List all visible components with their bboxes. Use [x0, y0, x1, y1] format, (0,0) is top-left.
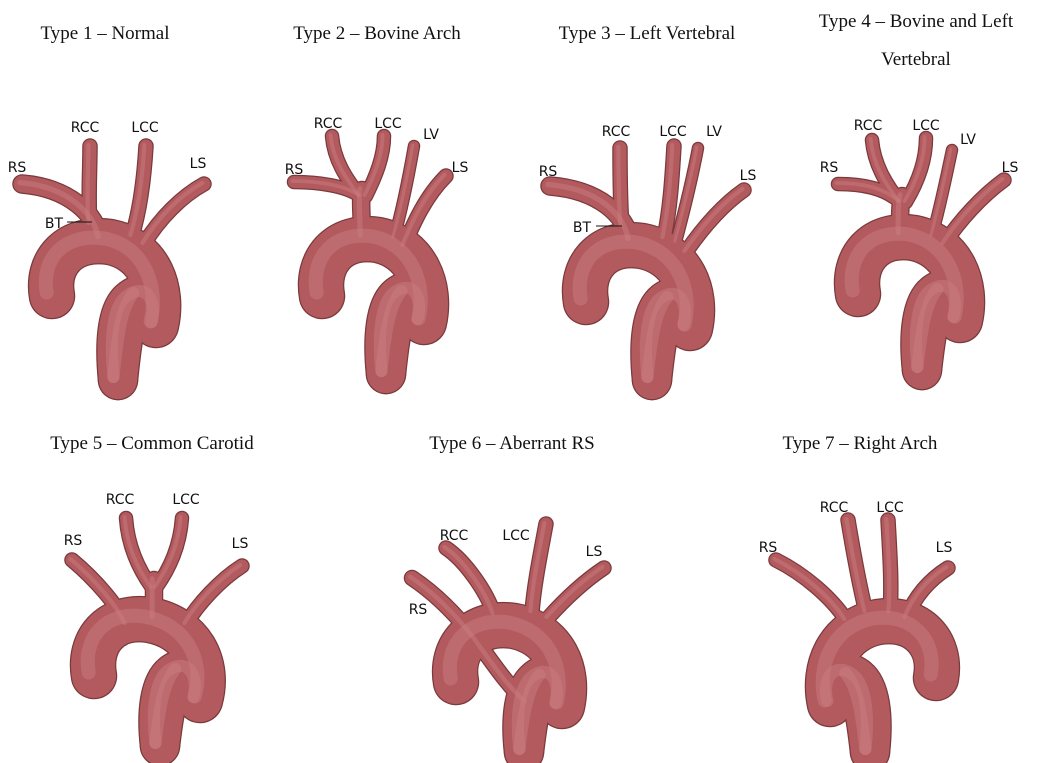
type7-label-rcc: RCC	[820, 500, 849, 516]
type5-label-ls: LS	[232, 536, 249, 552]
type3-title: Type 3 – Left Vertebral	[559, 23, 736, 44]
type2-label-ls: LS	[452, 160, 469, 176]
type2-vessels	[293, 135, 446, 374]
type4-label-ls: LS	[1002, 160, 1019, 176]
type3-label-bt: BT	[573, 220, 592, 236]
type1-diagram: RCC LCC RS LS BT	[8, 120, 207, 380]
type4-label-rcc: RCC	[854, 118, 883, 134]
type3-label-rs: RS	[539, 164, 558, 180]
type5-title: Type 5 – Common Carotid	[50, 433, 254, 454]
type2-label-lv: LV	[423, 127, 439, 143]
type2-diagram: RCC LCC LV RS LS	[285, 116, 469, 374]
type5-vessels-segment	[126, 518, 152, 588]
type5-vessels	[70, 517, 242, 746]
type6-vessels	[410, 523, 604, 752]
type7-label-lcc: LCC	[876, 500, 904, 516]
type5-label-rs: RS	[64, 533, 83, 549]
type4-title-line1: Type 4 – Bovine and Left	[819, 11, 1014, 32]
type5-diagram: RCC LCC RS LS	[64, 492, 249, 746]
type6-title: Type 6 – Aberrant RS	[429, 433, 594, 454]
type6-vessels-segment	[548, 568, 604, 618]
type3-label-ls: LS	[740, 168, 757, 184]
type4-vessels	[837, 137, 1004, 370]
type3-label-rcc: RCC	[602, 124, 631, 140]
type3-vessels-segment	[686, 190, 744, 252]
type7-label-rs: RS	[759, 540, 778, 556]
type3-vessels-segment-highlight	[618, 147, 620, 225]
type4-title-line2: Vertebral	[881, 49, 951, 70]
type1-vessels	[20, 145, 204, 380]
type2-label-rs: RS	[285, 162, 304, 178]
type2-title: Type 2 – Bovine Arch	[293, 23, 461, 44]
type7-vessels-segment	[776, 560, 846, 620]
type4-label-lv: LV	[960, 132, 976, 148]
type5-label-lcc: LCC	[172, 492, 200, 508]
type7-diagram: RCC LCC RS LS	[759, 500, 953, 752]
type4-label-rs: RS	[820, 160, 839, 176]
type6-label-rcc: RCC	[440, 528, 469, 544]
type4-vessels-segment	[944, 180, 1004, 244]
type5-vessels-segment	[186, 566, 242, 624]
type2-label-lcc: LCC	[374, 116, 402, 132]
type3-diagram: RCC LCC LV RS LS BT	[539, 124, 757, 380]
type7-vessels	[774, 519, 948, 752]
type6-label-ls: LS	[586, 544, 603, 560]
type1-label-rs: RS	[8, 160, 27, 176]
type3-label-lcc: LCC	[659, 124, 687, 140]
type5-label-rcc: RCC	[106, 492, 135, 508]
type1-label-lcc: LCC	[131, 120, 159, 136]
type1-title: Type 1 – Normal	[40, 23, 169, 44]
type6-vessels-segment	[532, 524, 546, 612]
type6-label-rs: RS	[409, 602, 428, 618]
type4-label-lcc: LCC	[912, 118, 940, 134]
type4-diagram: RCC LCC LV RS LS	[820, 118, 1019, 370]
type2-label-rcc: RCC	[314, 116, 343, 132]
type1-label-bt: BT	[45, 216, 64, 232]
type1-label-ls: LS	[190, 156, 207, 172]
type7-title: Type 7 – Right Arch	[783, 433, 938, 454]
type3-vessels	[548, 145, 744, 380]
type1-vessels-segment	[144, 184, 204, 244]
type1-vessels-segment-highlight	[88, 145, 89, 223]
type3-label-lv: LV	[706, 124, 722, 140]
type6-label-lcc: LCC	[502, 528, 530, 544]
type7-label-ls: LS	[936, 540, 953, 556]
type6-diagram: RCC LCC LS RS	[409, 523, 604, 752]
type1-label-rcc: RCC	[71, 120, 100, 136]
